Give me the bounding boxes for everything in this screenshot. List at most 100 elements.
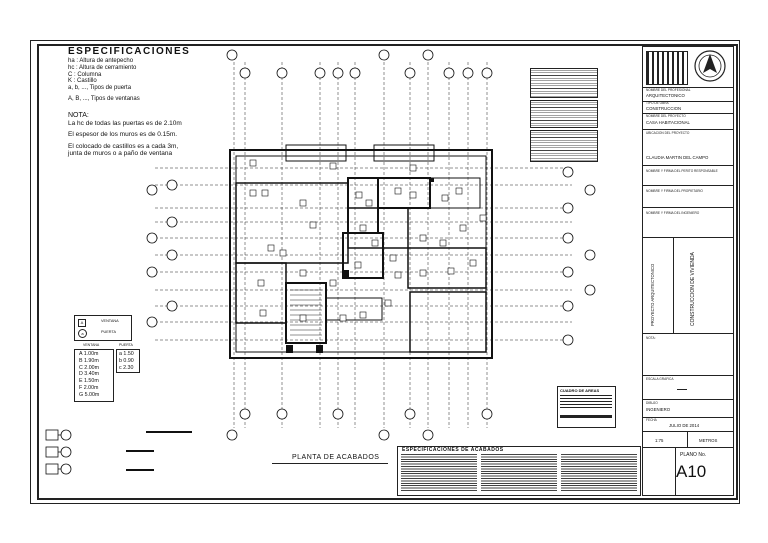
symbol-legend: A VENTANA a PUERTA [74, 315, 132, 341]
tb-label: NOTA: [646, 336, 656, 340]
axis-bubble [462, 67, 474, 79]
plano-label: PLANO No. [680, 452, 707, 458]
axis-bubble [562, 232, 574, 244]
window-type: C 2.00m [79, 364, 100, 371]
tb-divider [687, 431, 688, 447]
notes-column [481, 454, 557, 492]
tb-tipo: TIPO DE OBRA CONSTRUCCION [643, 101, 733, 114]
axis-bubble [314, 67, 326, 79]
window-type: G 5.00m [79, 391, 100, 398]
tb-label: ESCALA GRAFICA [646, 377, 674, 381]
tb-value: METROS [699, 438, 718, 443]
axis-bubble [349, 67, 361, 79]
axis-bubble [378, 429, 390, 441]
axis-bubble [276, 67, 288, 79]
axis-bubble [481, 67, 493, 79]
axis-bubble [239, 408, 251, 420]
finish-tag [267, 244, 275, 252]
tb-project-vertical [643, 237, 733, 334]
tb-profesional: NOMBRE DEL PROFESIONAL ARQUITECTONICO [643, 87, 733, 102]
plano-number: A10 [676, 462, 707, 481]
window-type: F 2.00m [79, 384, 99, 391]
finish-tag [455, 187, 463, 195]
nota-title: NOTA: [68, 111, 89, 119]
axis-bubble [584, 184, 596, 196]
tb-escala: 1:75 METROS [643, 431, 733, 448]
nota-line: El colocado de castillos es a cada 3m, [68, 142, 179, 150]
door-type: a 1.50 [119, 351, 134, 357]
finish-tag [469, 259, 477, 267]
nota-line: junta de muros o a paño de ventana [68, 150, 173, 158]
finish-tag [419, 269, 427, 277]
axis-bubble [226, 429, 238, 441]
specifications-block: ESPECIFICACIONES ha : Altura de antepech… [68, 46, 238, 158]
axis-bubble [481, 408, 493, 420]
axis-bubble [562, 300, 574, 312]
axis-bubble [422, 49, 434, 61]
tb-label: UBICACION DEL PROYECTO [646, 131, 690, 135]
sheet-border-inner [37, 44, 738, 500]
walls [229, 144, 493, 359]
finish-tag [299, 199, 307, 207]
finish-tag [354, 261, 362, 269]
finish-tag [299, 314, 307, 322]
finish-tag [439, 239, 447, 247]
finish-tag [259, 309, 267, 317]
tb-label: NOMBRE Y FIRMA DEL INGENIERO [646, 211, 700, 215]
spec-line: hc : Altura de cerramiento [68, 64, 137, 71]
spec-line: ha : Altura de antepecho [68, 58, 134, 64]
axis-bubble [146, 184, 158, 196]
finish-tag [394, 271, 402, 279]
scale-bar [677, 389, 687, 390]
tb-value: INGENIERO [646, 407, 671, 412]
finish-tag [249, 159, 257, 167]
axis-bubble [166, 249, 178, 261]
axis-bubble [146, 316, 158, 328]
tb-nota: NOTA: [643, 333, 733, 376]
axis-bubble [562, 266, 574, 278]
axis-bubble [166, 300, 178, 312]
tb-divider [675, 447, 676, 495]
finish-tag [279, 249, 287, 257]
axis-bubble [276, 408, 288, 420]
tb-label: NOMBRE DEL PROFESIONAL [646, 88, 691, 92]
door-types-table: a 1.50 b 0.90 c 2.30 [116, 349, 140, 373]
plan-title: PLANTA DE ACABADOS [292, 454, 380, 461]
plan-title-underline [272, 463, 388, 464]
grid-axes [155, 62, 572, 428]
schedule-block [530, 130, 598, 162]
notes-column [401, 454, 477, 492]
door-type: c 2.30 [119, 364, 134, 371]
axis-bubble [562, 202, 574, 214]
axis-bubble [146, 232, 158, 244]
tb-value: CLAUDIA MARTIN DEL CAMPO [646, 155, 709, 160]
finish-tags [249, 159, 487, 322]
axis-bubbles [146, 49, 596, 441]
finish-tag [479, 214, 487, 222]
tb-nombre: NOMBRE DEL PROYECTO CASA HABITACIONAL [643, 113, 733, 130]
tb-ubicacion: UBICACION DEL PROYECTO CLAUDIA MARTIN DE… [643, 129, 733, 166]
axis-bubble [562, 334, 574, 346]
finish-tag [359, 224, 367, 232]
axis-bubble [562, 166, 574, 178]
tb-plano [643, 447, 733, 495]
finish-tag [329, 162, 337, 170]
finish-legend-bars [126, 431, 192, 471]
window-type: A 1.00m [79, 351, 99, 357]
tb-value: JULIO DE 2014 [669, 423, 700, 428]
finish-tag [394, 187, 402, 195]
finish-tag [261, 189, 269, 197]
title-block: NOMBRE DEL PROFESIONAL ARQUITECTONICO TI… [642, 46, 734, 496]
nota-line: El espesor de los muros es de 0.15m. [68, 131, 178, 139]
axis-bubble [378, 49, 390, 61]
axis-bubble [422, 429, 434, 441]
tb-firma-ingeniero: NOMBRE Y FIRMA DEL INGENIERO [643, 207, 733, 238]
finish-tag [459, 224, 467, 232]
tb-firma-perito: NOMBRE Y FIRMA DEL PERITO RESPONSABLE [643, 165, 733, 186]
window-type: D 3.40m [79, 371, 100, 378]
legend-label-window: VENTANA [101, 319, 119, 323]
finish-tag [441, 194, 449, 202]
spec-line: A, B, ..., Tipos de ventanas [68, 95, 140, 102]
schedule-block [530, 68, 598, 98]
